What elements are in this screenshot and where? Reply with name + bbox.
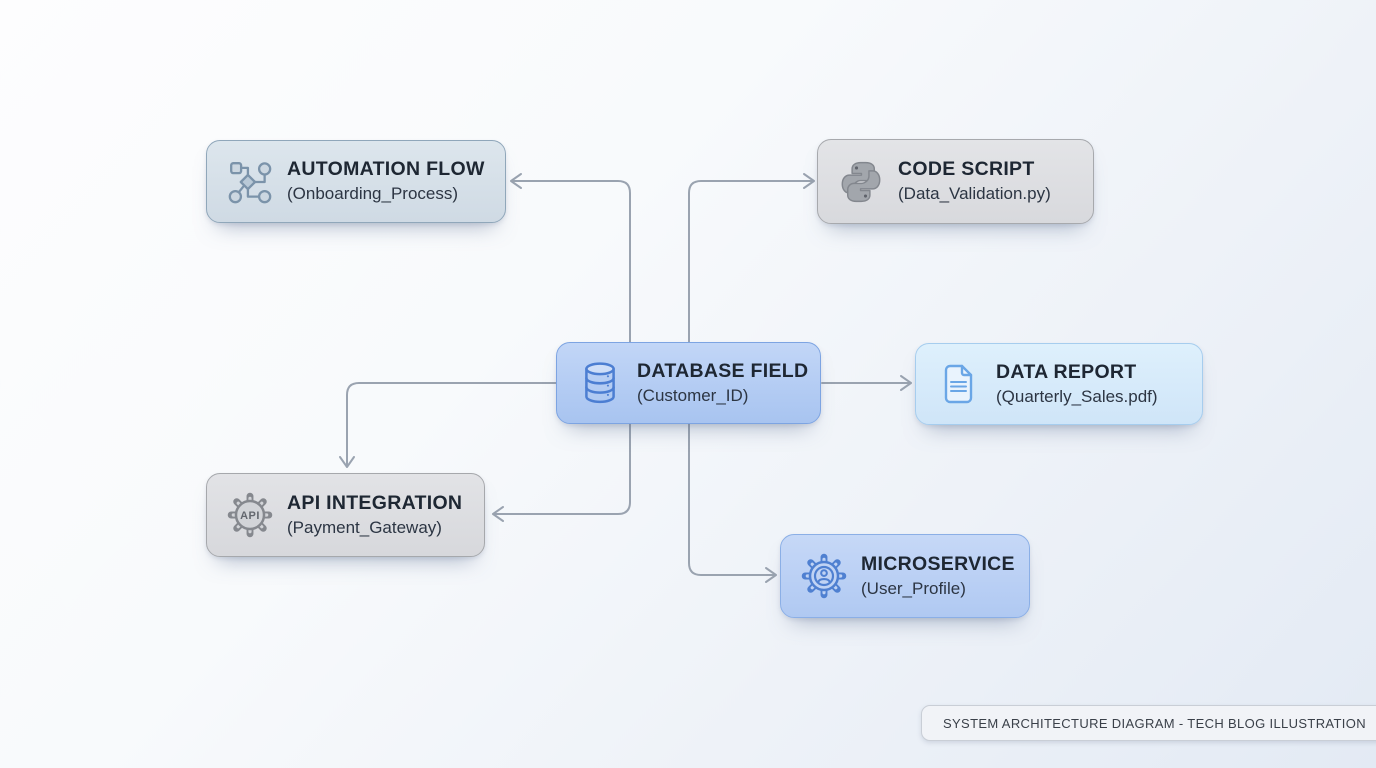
node-subtitle: (User_Profile) [861, 578, 966, 598]
svg-text:API: API [240, 510, 260, 522]
node-subtitle: (Onboarding_Process) [287, 184, 459, 203]
node-title: CODE SCRIPT [898, 158, 1035, 180]
connector-db-to-codescript [688, 180, 814, 343]
user-gear-icon [801, 553, 847, 599]
node-title: DATABASE FIELD [637, 359, 809, 382]
arrowhead-right-datareport [900, 375, 912, 391]
node-subtitle: (Payment_Gateway) [287, 517, 442, 537]
caption-text: SYSTEM ARCHITECTURE DIAGRAM - TECH BLOG … [943, 715, 1366, 731]
node-automation-flow: AUTOMATION FLOW (Onboarding_Process) [206, 140, 506, 223]
connector-db-to-microservice [688, 423, 776, 576]
node-subtitle: (Customer_ID) [637, 385, 749, 405]
node-subtitle: (Quarterly_Sales.pdf) [996, 386, 1158, 406]
connector-db-to-api-top [346, 382, 557, 466]
caption-badge: SYSTEM ARCHITECTURE DIAGRAM - TECH BLOG … [921, 705, 1376, 741]
node-microservice: MICROSERVICE (User_Profile) [780, 534, 1030, 618]
database-icon [577, 360, 623, 406]
node-title: MICROSERVICE [861, 552, 1015, 575]
python-icon [838, 159, 884, 205]
connector-db-to-automation [511, 180, 631, 343]
arrowhead-right-codescript [803, 173, 815, 189]
node-code-script: CODE SCRIPT (Data_Validation.py) [817, 139, 1094, 224]
api-gear-icon: API [227, 492, 273, 538]
node-database-field: DATABASE FIELD (Customer_ID) [556, 342, 821, 424]
node-api-integration: API API INTEGRATION (Payment_Gateway) [206, 473, 485, 557]
node-subtitle: (Data_Validation.py) [898, 184, 1051, 203]
arrowhead-down-api [339, 456, 355, 468]
node-title: AUTOMATION FLOW [287, 158, 485, 180]
arrowhead-left-api [492, 506, 504, 522]
arrowhead-left-automation [510, 173, 522, 189]
node-data-report: DATA REPORT (Quarterly_Sales.pdf) [915, 343, 1203, 425]
connector-db-to-api-right [493, 423, 631, 515]
workflow-icon [227, 159, 273, 205]
node-title: API INTEGRATION [287, 491, 463, 514]
arrowhead-right-microservice [765, 567, 777, 583]
document-icon [936, 361, 982, 407]
node-title: DATA REPORT [996, 360, 1137, 383]
